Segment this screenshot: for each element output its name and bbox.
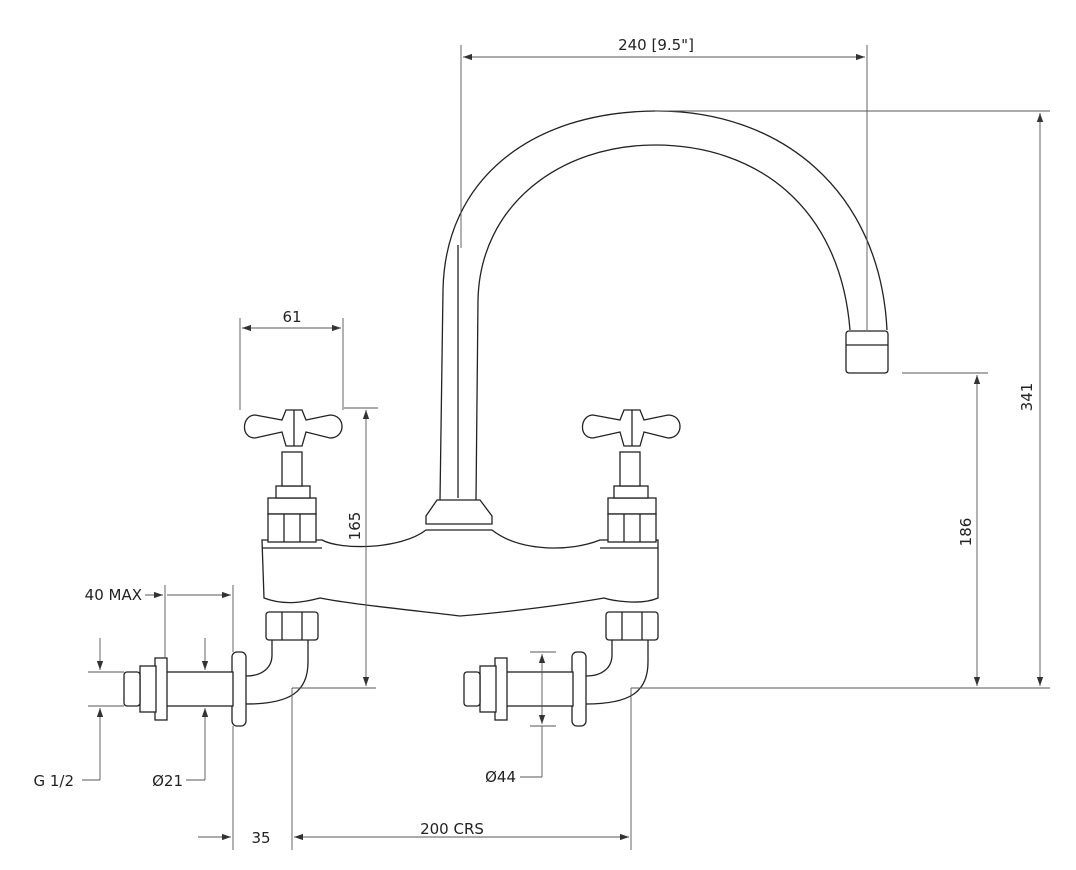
left-valve — [243, 409, 343, 543]
left-cross-handle — [243, 409, 343, 447]
dimension-labels: 240 [9.5"] 341 186 165 61 40 MAX G 1/2 Ø… — [33, 36, 1036, 847]
dimension-lines — [82, 45, 1050, 850]
left-inlet — [123, 611, 319, 727]
label-centres: 200 CRS — [420, 820, 484, 838]
right-inlet — [463, 611, 659, 727]
right-valve — [581, 409, 681, 543]
label-valve-height: 165 — [346, 512, 364, 541]
label-spout-height: 186 — [957, 518, 975, 547]
spout-aerator — [845, 330, 889, 374]
label-flange-dia: Ø44 — [485, 768, 516, 786]
label-handle-width: 61 — [282, 308, 301, 326]
label-inlet-pipe-dia: Ø21 — [152, 772, 183, 790]
spout-collar — [425, 499, 493, 525]
label-wall-depth: 40 MAX — [85, 586, 142, 604]
label-spout-reach: 240 [9.5"] — [618, 36, 694, 54]
bridge-body — [261, 529, 659, 617]
label-inlet-thread: G 1/2 — [33, 772, 74, 790]
faucet-outline — [123, 110, 889, 727]
spout-inner — [475, 144, 851, 501]
right-cross-handle — [581, 409, 681, 447]
label-total-height: 341 — [1018, 383, 1036, 412]
label-offset: 35 — [251, 829, 270, 847]
spout-outer — [439, 110, 888, 501]
